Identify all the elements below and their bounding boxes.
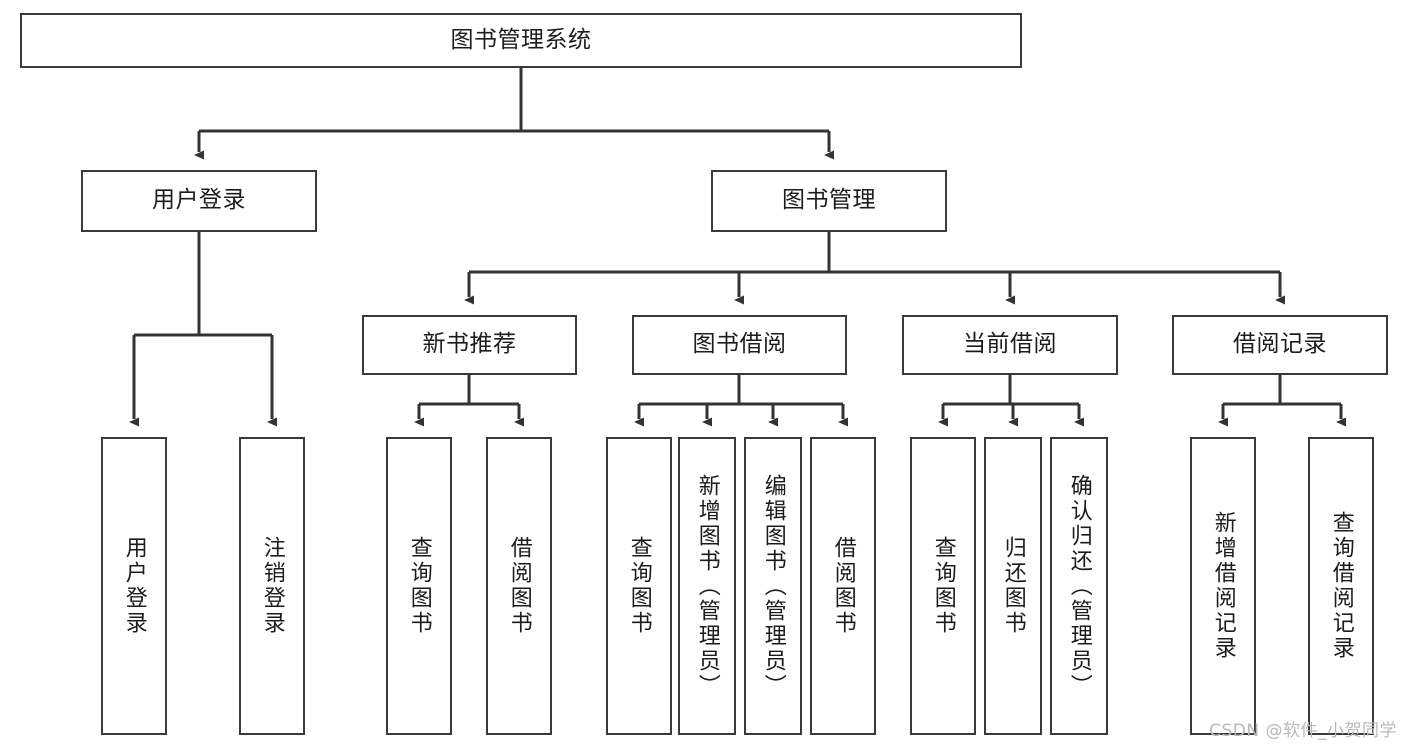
- node-leaf-query-book-2-label: 查询图书: [626, 536, 652, 636]
- node-leaf-user-login[interactable]: 用户登录: [101, 437, 167, 735]
- node-book-borrow-label: 图书借阅: [692, 331, 787, 358]
- node-leaf-query-book-1-label: 查询图书: [406, 536, 432, 636]
- node-book-manage-label: 图书管理: [782, 187, 876, 214]
- node-leaf-confirm-return-label: 确认归还（管理员）: [1066, 473, 1092, 699]
- node-leaf-return-book[interactable]: 归还图书: [984, 437, 1042, 735]
- node-leaf-borrow-book-2[interactable]: 借阅图书: [810, 437, 876, 735]
- node-leaf-edit-book-label: 编辑图书（管理员）: [760, 473, 786, 699]
- node-leaf-logout[interactable]: 注销登录: [239, 437, 305, 735]
- node-current-borrow[interactable]: 当前借阅: [902, 315, 1118, 375]
- node-leaf-query-book-3-label: 查询图书: [930, 536, 956, 636]
- node-leaf-add-book[interactable]: 新增图书（管理员）: [678, 437, 736, 735]
- node-root-label: 图书管理系统: [450, 26, 592, 53]
- node-leaf-borrow-book-2-label: 借阅图书: [830, 536, 856, 636]
- node-user-login[interactable]: 用户登录: [81, 170, 317, 232]
- node-borrow-record-label: 借阅记录: [1233, 331, 1327, 358]
- node-root[interactable]: 图书管理系统: [20, 13, 1022, 68]
- node-leaf-query-record-label: 查询借阅记录: [1328, 511, 1354, 661]
- node-new-book-rec[interactable]: 新书推荐: [362, 315, 577, 375]
- csdn-watermark: CSDN @软件_小贺同学: [1209, 721, 1397, 741]
- node-leaf-add-book-label: 新增图书（管理员）: [694, 473, 720, 699]
- node-leaf-logout-label: 注销登录: [259, 536, 285, 636]
- node-leaf-edit-book[interactable]: 编辑图书（管理员）: [744, 437, 802, 735]
- node-user-login-label: 用户登录: [152, 187, 246, 214]
- node-leaf-query-book-1[interactable]: 查询图书: [386, 437, 452, 735]
- node-leaf-query-book-3[interactable]: 查询图书: [910, 437, 976, 735]
- node-leaf-user-login-label: 用户登录: [121, 536, 147, 636]
- node-leaf-borrow-book-1-label: 借阅图书: [506, 536, 532, 636]
- node-leaf-query-book-2[interactable]: 查询图书: [606, 437, 672, 735]
- node-book-borrow[interactable]: 图书借阅: [632, 315, 847, 375]
- node-book-manage[interactable]: 图书管理: [711, 170, 947, 232]
- node-leaf-confirm-return[interactable]: 确认归还（管理员）: [1050, 437, 1108, 735]
- node-leaf-add-record[interactable]: 新增借阅记录: [1190, 437, 1256, 735]
- node-current-borrow-label: 当前借阅: [963, 331, 1057, 358]
- node-leaf-add-record-label: 新增借阅记录: [1210, 511, 1236, 661]
- node-leaf-return-book-label: 归还图书: [1000, 536, 1026, 636]
- node-leaf-query-record[interactable]: 查询借阅记录: [1308, 437, 1374, 735]
- node-new-book-rec-label: 新书推荐: [422, 331, 517, 358]
- node-borrow-record[interactable]: 借阅记录: [1172, 315, 1388, 375]
- node-leaf-borrow-book-1[interactable]: 借阅图书: [486, 437, 552, 735]
